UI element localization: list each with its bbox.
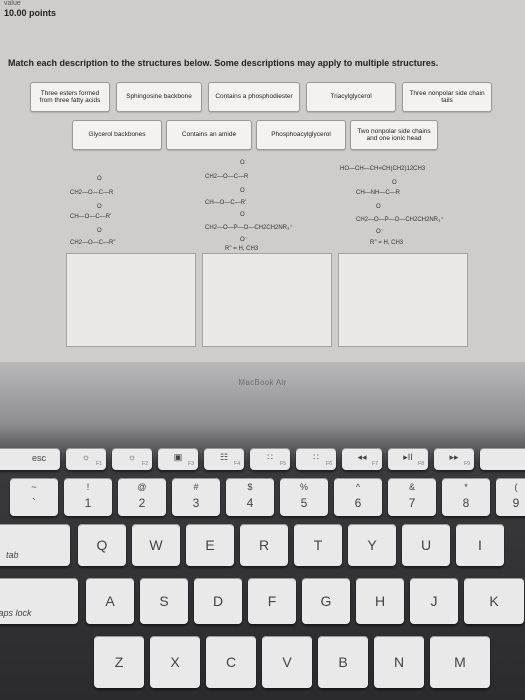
key-v[interactable]: V — [262, 636, 312, 688]
question-instructions: Match each description to the structures… — [8, 58, 439, 68]
key-c[interactable]: C — [206, 636, 256, 688]
key-m[interactable]: M — [430, 636, 490, 688]
answer-chip-three-esters[interactable]: Three esters formed from three fatty aci… — [30, 82, 110, 112]
key-9[interactable]: (9 — [496, 478, 525, 516]
key-n[interactable]: N — [374, 636, 424, 688]
key-z[interactable]: Z — [94, 636, 144, 688]
key-f5[interactable]: ∷F5 — [250, 448, 290, 470]
brightness-down-icon: ☼ — [81, 452, 91, 462]
key-f9[interactable]: ▸▸F9 — [434, 448, 474, 470]
key-y[interactable]: Y — [348, 524, 396, 566]
key-caps-lock[interactable]: caps lock — [0, 578, 78, 624]
launchpad-icon: ☷ — [219, 452, 229, 462]
answer-chip-two-nonpolar-ionic[interactable]: Two nonpolar side chains and one ionic h… — [350, 120, 438, 150]
answer-chip-amide[interactable]: Contains an amide — [166, 120, 252, 150]
key-f7[interactable]: ◂◂F7 — [342, 448, 382, 470]
fast-forward-icon: ▸▸ — [449, 452, 459, 462]
key-k[interactable]: K — [464, 578, 524, 624]
key-q[interactable]: Q — [78, 524, 126, 566]
play-pause-icon: ▸II — [403, 452, 413, 462]
key-g[interactable]: G — [302, 578, 350, 624]
drop-zone-structure-2[interactable] — [202, 253, 332, 347]
drop-zone-structure-1[interactable] — [66, 253, 196, 347]
answer-chip-three-nonpolar[interactable]: Three nonpolar side chain tails — [402, 82, 492, 112]
key-r[interactable]: R — [240, 524, 288, 566]
key-d[interactable]: D — [194, 578, 242, 624]
laptop-brand-label: MacBook Air — [238, 378, 287, 387]
key-f6[interactable]: ∷F6 — [296, 448, 336, 470]
brightness-up-icon: ☼ — [127, 452, 137, 462]
key-f4[interactable]: ☷F4 — [204, 448, 244, 470]
drop-zone-structure-3[interactable] — [338, 253, 468, 347]
key-4[interactable]: $4 — [226, 478, 274, 516]
answer-chip-phosphodiester[interactable]: Contains a phosphodiester — [208, 82, 300, 112]
key-h[interactable]: H — [356, 578, 404, 624]
key-8[interactable]: *8 — [442, 478, 490, 516]
answer-chip-triacylglycerol[interactable]: Triacylglycerol — [306, 82, 396, 112]
key-f10[interactable] — [480, 448, 525, 470]
browser-screen: value 10.00 points Match each descriptio… — [0, 0, 525, 362]
answer-chip-sphingosine[interactable]: Sphingosine backbone — [116, 82, 202, 112]
key-f1[interactable]: ☼F1 — [66, 448, 106, 470]
key-s[interactable]: S — [140, 578, 188, 624]
rewind-icon: ◂◂ — [357, 452, 367, 462]
key-u[interactable]: U — [402, 524, 450, 566]
key-5[interactable]: %5 — [280, 478, 328, 516]
key-3[interactable]: #3 — [172, 478, 220, 516]
key-j[interactable]: J — [410, 578, 458, 624]
key-a[interactable]: A — [86, 578, 134, 624]
key-f2[interactable]: ☼F2 — [112, 448, 152, 470]
key-esc[interactable]: esc — [0, 448, 60, 470]
key-t[interactable]: T — [294, 524, 342, 566]
answer-chip-phosphoacylglycerol[interactable]: Phosphoacylglycerol — [256, 120, 346, 150]
value-label: value — [4, 0, 21, 7]
key-backtick[interactable]: ~` — [10, 478, 58, 516]
key-1[interactable]: !1 — [64, 478, 112, 516]
key-7[interactable]: &7 — [388, 478, 436, 516]
key-w[interactable]: W — [132, 524, 180, 566]
key-x[interactable]: X — [150, 636, 200, 688]
key-2[interactable]: @2 — [118, 478, 166, 516]
key-tab[interactable]: tab — [0, 524, 70, 566]
key-i[interactable]: I — [456, 524, 504, 566]
mission-control-icon: ▣ — [173, 452, 183, 462]
points-label: 10.00 points — [4, 8, 57, 18]
keyboard-light-up-icon: ∷ — [313, 452, 319, 462]
key-b[interactable]: B — [318, 636, 368, 688]
answer-chip-glycerol[interactable]: Glycerol backbones — [72, 120, 162, 150]
key-f[interactable]: F — [248, 578, 296, 624]
key-e[interactable]: E — [186, 524, 234, 566]
key-f3[interactable]: ▣F3 — [158, 448, 198, 470]
key-6[interactable]: ^6 — [334, 478, 382, 516]
keyboard-light-down-icon: ∷ — [267, 452, 273, 462]
